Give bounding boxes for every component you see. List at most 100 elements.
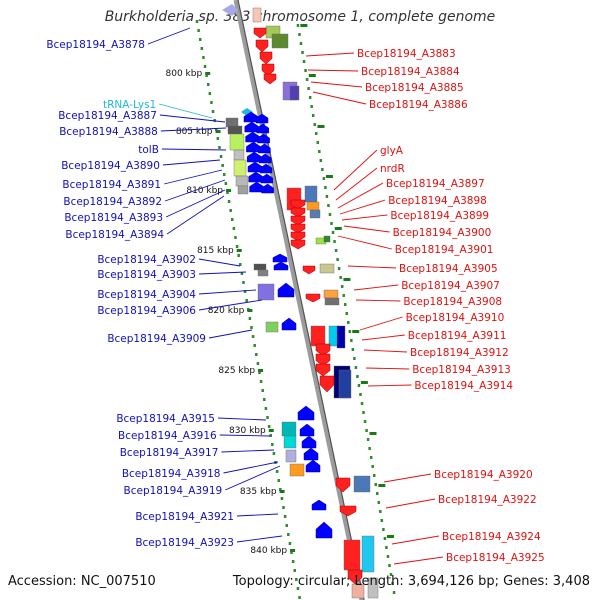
right-gene-label: Bcep18194_A3907 [401, 280, 500, 292]
right-gene-label: Bcep18194_A3914 [414, 380, 513, 392]
gene-glyph-faded [222, 4, 238, 16]
gene-glyph [285, 449, 297, 463]
left-leader-line [236, 535, 283, 543]
left-track-dot [221, 164, 224, 167]
right-track-dot [322, 177, 326, 180]
right-track-dot [350, 339, 353, 342]
right-rail-tick [386, 535, 394, 538]
left-track-dot [248, 317, 252, 320]
right-track-dot [362, 411, 365, 414]
left-leader-line [223, 461, 279, 474]
left-track-dot [216, 137, 220, 140]
left-leader-line [221, 449, 275, 453]
left-leader-line [165, 189, 226, 218]
left-gene-label: Bcep18194_A3919 [124, 485, 223, 497]
right-track-dot [319, 159, 323, 162]
right-track-dot [316, 141, 320, 144]
left-track-dot [282, 506, 285, 509]
right-track-dot [331, 231, 335, 234]
gene-arrow-reverse [305, 293, 321, 303]
gene-arrow-reverse [315, 343, 331, 357]
right-leader-line [337, 235, 392, 250]
left-track-dot [255, 353, 258, 356]
right-track-dot [327, 204, 330, 207]
right-track-dot [318, 150, 321, 153]
right-track-dot [354, 366, 358, 369]
right-track-dot [301, 51, 304, 54]
gene-glyph [237, 185, 249, 195]
right-track-dot [392, 591, 396, 594]
ruler-tick-label: 840 kbp [250, 546, 287, 556]
left-gene-label: Bcep18194_A3917 [120, 447, 219, 459]
right-rail-tick [325, 175, 333, 178]
right-track-dot [328, 213, 332, 216]
right-track-dot [353, 357, 356, 360]
left-track-dot [251, 335, 255, 338]
gene-arrow-reverse [347, 569, 363, 585]
left-track-dot [250, 326, 253, 329]
right-track-dot [382, 528, 385, 531]
ruler-tick [247, 309, 253, 312]
right-track-dot [391, 582, 394, 585]
gene-glyph [233, 159, 247, 177]
right-gene-label: Bcep18194_A3900 [393, 227, 492, 239]
gene-arrow-reverse [255, 39, 269, 53]
right-leader-line [333, 149, 378, 191]
left-leader-line [236, 513, 279, 517]
left-gene-label: Bcep18194_A3887 [58, 110, 157, 122]
right-track-dot [380, 519, 384, 522]
ruler-tick-label: 800 kbp [166, 69, 203, 79]
left-track-dot [224, 182, 228, 185]
right-track-dot [389, 573, 393, 576]
gene-arrow-forward [246, 151, 262, 163]
gene-arrow-reverse [290, 223, 306, 234]
left-track-dot [232, 227, 236, 230]
gene-arrow-reverse [315, 353, 331, 367]
right-gene-label: Bcep18194_A3901 [395, 244, 494, 256]
gene-arrow-forward [273, 261, 289, 271]
left-track-dot [234, 236, 237, 239]
gene-glyph [338, 369, 352, 399]
left-gene-label: Bcep18194_A3894 [65, 229, 164, 241]
right-gene-label: Bcep18194_A3899 [390, 210, 489, 222]
left-track-dot [266, 416, 269, 419]
gene-glyph-faded [252, 7, 262, 23]
left-track-dot [279, 488, 282, 491]
gene-glyph [283, 435, 297, 449]
left-gene-label: Bcep18194_A3915 [116, 413, 215, 425]
right-track-dot [374, 483, 377, 486]
right-rail-tick [360, 381, 368, 384]
right-track-dot [310, 105, 313, 108]
right-track-dot [356, 375, 359, 378]
topology-text: Topology: circular; Length: 3,694,126 bp… [232, 574, 590, 589]
gene-glyph [324, 297, 340, 306]
left-track-dot [261, 389, 264, 392]
ruler-tick-label: 835 kbp [240, 487, 277, 497]
ruler-tick [258, 369, 264, 372]
gene-glyph [257, 283, 275, 301]
left-leader-line [161, 148, 227, 151]
right-track-dot [298, 33, 301, 36]
ruler-tick-label: 830 kbp [229, 426, 266, 436]
gene-arrow-reverse [339, 505, 357, 517]
gene-glyph [310, 325, 326, 347]
ruler-tick-label: 805 kbp [176, 127, 213, 137]
left-track-dot [202, 56, 205, 59]
left-track-dot [197, 29, 200, 32]
right-leader-line [365, 367, 410, 370]
left-track-dot [229, 209, 232, 212]
gene-glyph [367, 577, 379, 599]
right-track-dot [343, 303, 347, 306]
gene-arrow-reverse [319, 375, 335, 393]
right-track-dot [324, 186, 327, 189]
left-leader-line [159, 103, 213, 119]
ruler-tick [290, 549, 296, 552]
left-track-dot [243, 290, 247, 293]
left-track-dot [219, 155, 223, 158]
left-track-dot [269, 434, 272, 437]
gene-arrow-reverse [253, 27, 267, 39]
right-track-dot [372, 474, 376, 477]
right-gene-label: Bcep18194_A3905 [399, 263, 498, 275]
right-gene-label: Bcep18194_A3920 [434, 469, 533, 481]
right-leader-line [337, 182, 384, 209]
